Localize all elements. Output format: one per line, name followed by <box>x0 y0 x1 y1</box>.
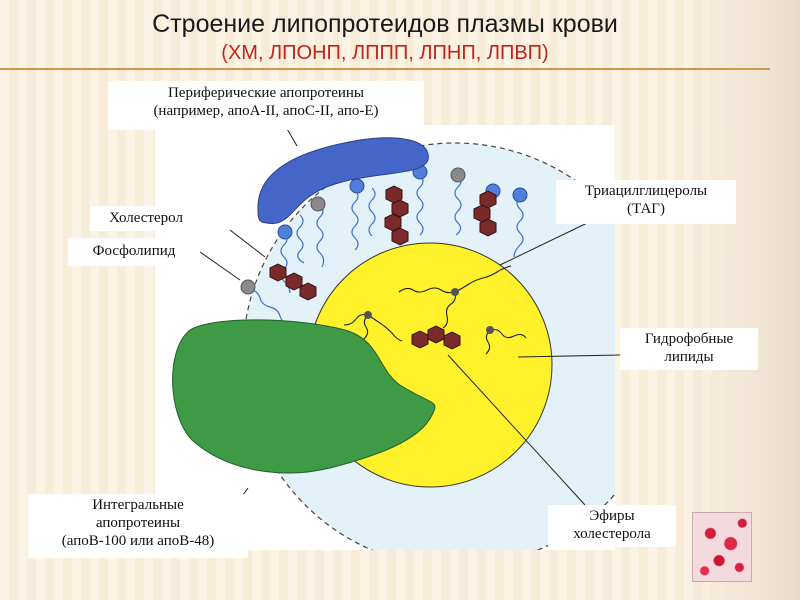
label-cholesterol: Холестерол <box>90 206 202 231</box>
label-text: (ТАГ) <box>627 201 665 217</box>
peripheral-apoprotein <box>257 137 429 224</box>
label-text: (апоВ-100 или апоВ-48) <box>61 533 215 549</box>
phospholipid-tails <box>249 174 524 326</box>
tag-glycerol-node <box>486 326 494 334</box>
label-hydrophobic-lipids: Гидрофобные липиды <box>620 328 758 370</box>
label-triacylglycerols: Триацилглицеролы (ТАГ) <box>556 180 736 224</box>
label-text: Гидрофобные <box>644 331 734 347</box>
micrograph-thumbnail <box>692 512 752 582</box>
label-peripheral-apoproteins: Периферические апопротеины (например, ап… <box>108 81 424 130</box>
label-integral-apoproteins: Интегральные апопротеины (апоВ-100 или а… <box>28 494 248 558</box>
label-text: апопротеины <box>95 515 181 531</box>
cholesterol-rings <box>269 185 497 350</box>
label-phospholipid: Фосфолипид <box>68 238 200 266</box>
integral-apoprotein <box>172 319 436 474</box>
label-text: (например, апоА-II, апоС-II, апо-Е) <box>153 103 379 119</box>
triacylglycerol-chains <box>343 265 527 355</box>
slide-subtitle: (ХМ, ЛПОНП, ЛППП, ЛПНП, ЛПВП) <box>221 42 549 64</box>
label-text: липиды <box>664 349 714 365</box>
label-text: Эфиры <box>589 508 635 524</box>
slide-title: Строение липопротеидов плазмы крови <box>152 10 618 38</box>
tag-glycerol-node <box>451 288 459 296</box>
slide-side-decoration <box>680 0 800 600</box>
tag-glycerol-node <box>364 311 372 319</box>
label-cholesterol-esters: Эфиры холестерола <box>548 505 676 547</box>
phospholipid-heads <box>277 164 528 240</box>
label-text: холестерола <box>573 526 651 542</box>
label-text: Периферические апопротеины <box>167 85 365 101</box>
label-text: Интегральные <box>92 497 184 513</box>
label-text: Триацилглицеролы <box>584 183 708 199</box>
label-text: Фосфолипид <box>92 243 176 259</box>
cholesterol-heads <box>240 167 466 295</box>
label-text: Холестерол <box>109 210 183 226</box>
title-divider <box>0 68 770 70</box>
